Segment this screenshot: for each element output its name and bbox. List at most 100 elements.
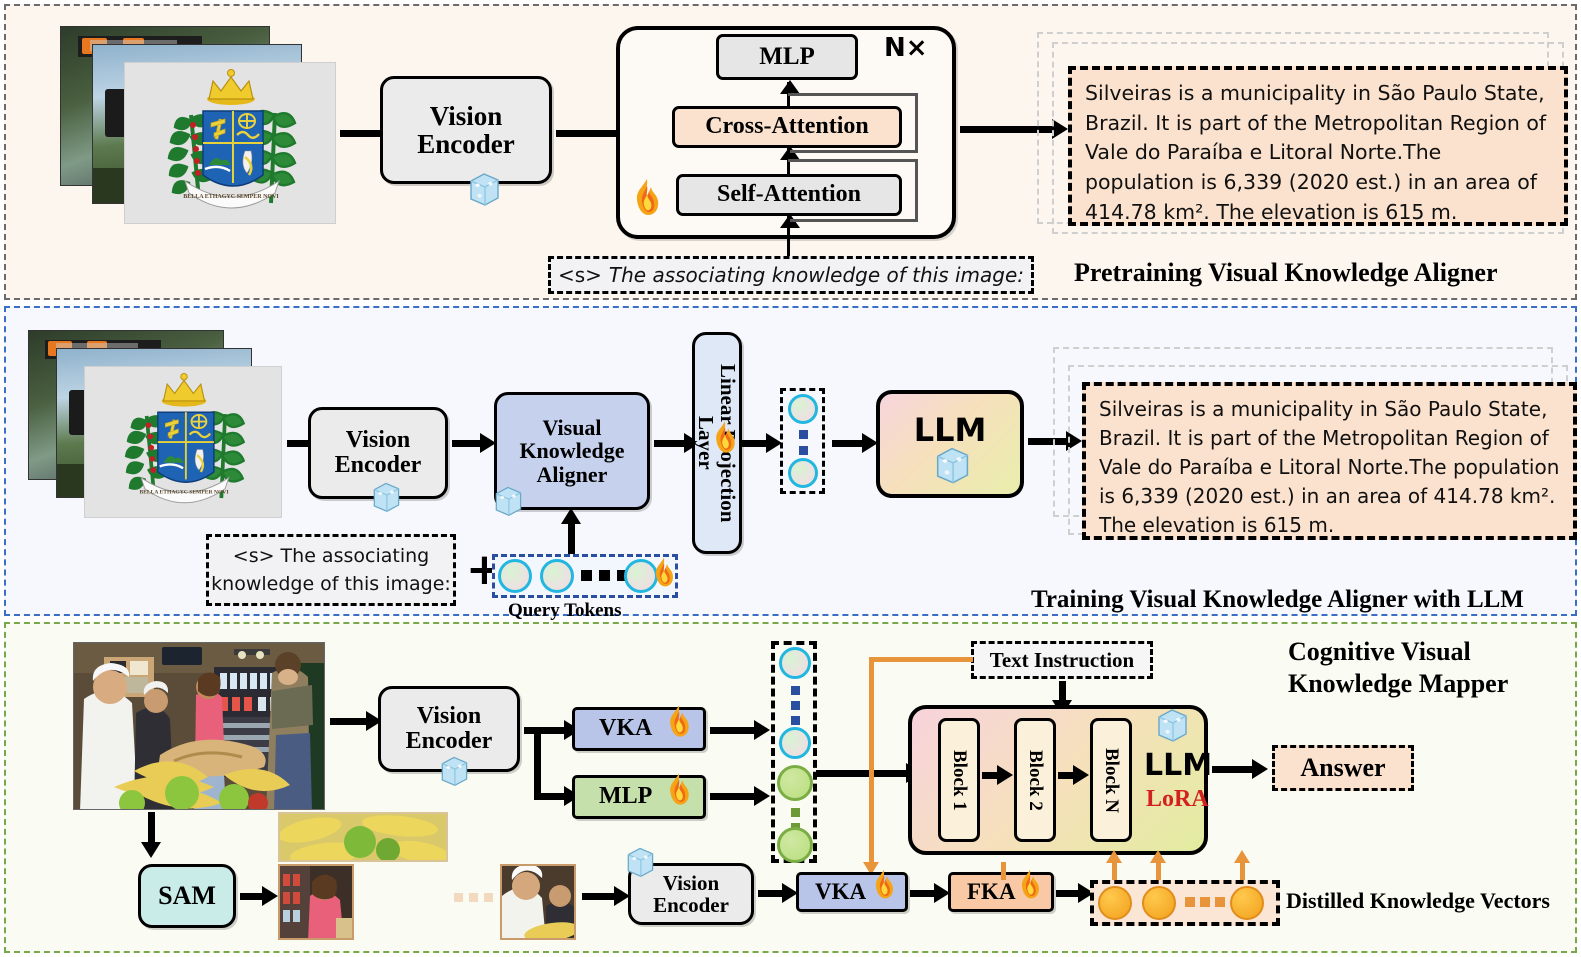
arrowhead — [1066, 431, 1082, 451]
distilled-knowledge-vectors-label: Distilled Knowledge Vectors — [1286, 888, 1550, 913]
token-circle-cyan — [779, 727, 811, 759]
arrowhead — [480, 433, 496, 453]
token-circle-green — [777, 827, 813, 863]
vertical-ellipsis — [799, 430, 808, 455]
flame-trainable-icon — [1018, 868, 1042, 900]
token-circle-cyan — [779, 647, 811, 679]
svg-text:BELLA ETHAGYC SEMPER NOVI: BELLA ETHAGYC SEMPER NOVI — [139, 489, 228, 495]
arrowhead — [141, 842, 161, 858]
snowflake-frozen-icon — [368, 478, 404, 514]
arrow-transformer-to-output — [960, 126, 1056, 133]
orange-feedback-line — [869, 657, 973, 662]
arrow-projection-to-tokens — [742, 440, 770, 447]
flame-trainable-icon — [666, 704, 692, 738]
sam-block: SAM — [138, 864, 236, 928]
llm-block-2: Block 2 — [1014, 718, 1056, 842]
arrowhead — [614, 886, 630, 906]
arrow-image-to-vision-encoder-p2 — [287, 440, 321, 447]
arrow-block1-to-block2 — [982, 772, 1000, 779]
flame-trainable-icon — [632, 178, 662, 216]
arrow-tokens-to-llm — [832, 440, 866, 447]
arrow-ve-to-vka — [534, 727, 568, 734]
knowledge-vector-circle — [1098, 886, 1132, 920]
input-image-front-coat-of-arms: BELLA ETHAGYC SEMPER NOVI — [124, 62, 336, 224]
orange-feedback-line-vertical — [869, 657, 874, 867]
snowflake-frozen-icon — [436, 752, 472, 788]
prompt-line2-p2: knowledge of this image: — [211, 573, 451, 595]
crop-image-fruit — [278, 812, 448, 862]
snowflake-frozen-icon — [1152, 704, 1192, 744]
arrow-vision-to-vka — [452, 440, 484, 447]
snowflake-frozen-icon — [464, 168, 504, 208]
arrow-crops-to-vision-encoder — [582, 893, 618, 900]
text-instruction-box[interactable]: Text Instruction — [971, 641, 1153, 679]
arrowhead — [1052, 119, 1068, 139]
skip-connection — [788, 159, 918, 162]
arrowhead — [262, 886, 278, 906]
arrow-photo-to-vision-encoder-p3 — [330, 718, 370, 725]
arrow-querytokens-to-vka — [568, 514, 575, 556]
arrow-vka-to-projection — [654, 440, 688, 447]
self-attention-block: Self-Attention — [676, 174, 902, 216]
panel-title-pretraining: Pretraining Visual Knowledge Aligner — [1074, 258, 1498, 287]
input-photo-market — [73, 642, 325, 810]
prompt-box-p1[interactable]: <s> The associating knowledge of this im… — [548, 256, 1034, 294]
bos-token-p1: <s> — [557, 263, 602, 287]
skip-connection — [790, 150, 918, 153]
arrow-vision-to-transformer — [556, 130, 652, 137]
horizontal-ellipsis — [581, 570, 628, 581]
orange-arrow-to-block2 — [1156, 862, 1161, 880]
arrow-block2-to-blockn — [1058, 772, 1076, 779]
repeat-count-badge: N× — [884, 33, 928, 63]
prompt-line1-p2: <s> The associating — [232, 544, 430, 567]
token-circle — [788, 458, 818, 488]
knowledge-vector-circle — [1142, 886, 1176, 920]
skip-connection — [788, 93, 918, 96]
vertical-ellipsis — [791, 686, 800, 725]
arrowhead — [754, 720, 770, 740]
flame-trainable-icon — [652, 556, 676, 588]
vka-block-p3-bottom: VKA — [796, 872, 908, 912]
arrow-llm-to-output-p2 — [1028, 438, 1070, 445]
arrow-ve-to-mlp — [534, 793, 568, 800]
arrowhead — [934, 883, 950, 903]
token-circle — [788, 394, 818, 424]
orange-arrow-to-blockn — [1240, 862, 1245, 880]
arrow-llm-to-answer — [1212, 766, 1256, 773]
arrow-vka-to-fka — [910, 890, 938, 897]
arrow-vka-to-tokens-p3 — [710, 727, 758, 734]
arrowhead — [1073, 765, 1089, 785]
panel-title-training: Training Visual Knowledge Aligner with L… — [1031, 586, 1524, 613]
skip-connection — [790, 219, 918, 222]
snowflake-frozen-icon — [930, 442, 974, 486]
output-text-p2: Silveiras is a municipality in São Paulo… — [1082, 382, 1577, 540]
arrow-mlp-to-tokens-p3 — [710, 793, 758, 800]
arrow-image-to-vision-encoder — [340, 130, 392, 137]
arrowhead — [754, 786, 770, 806]
arrowhead — [997, 765, 1013, 785]
llm-block-n: Block N — [1090, 718, 1132, 842]
arrow-instruction-to-llm — [1059, 681, 1066, 705]
flame-trainable-icon — [872, 868, 896, 900]
orange-arrow-to-block1 — [1112, 862, 1117, 880]
arrowhead — [780, 146, 800, 160]
arrowhead — [766, 433, 782, 453]
lora-label: LoRA — [1146, 786, 1209, 812]
mlp-block-p1: MLP — [716, 34, 858, 80]
arrowhead — [561, 508, 581, 524]
query-tokens-label: Query Tokens — [508, 600, 622, 621]
arrowhead — [780, 80, 800, 94]
crop-ellipsis — [454, 893, 493, 902]
llm-label-p3: LLM — [1144, 748, 1213, 783]
prompt-box-p2[interactable]: <s> The associating knowledge of this im… — [206, 534, 456, 606]
arrowhead — [1252, 759, 1268, 779]
arrowhead — [782, 883, 798, 903]
query-token-circle — [540, 559, 574, 593]
arrow-sam-to-crops — [240, 893, 266, 900]
